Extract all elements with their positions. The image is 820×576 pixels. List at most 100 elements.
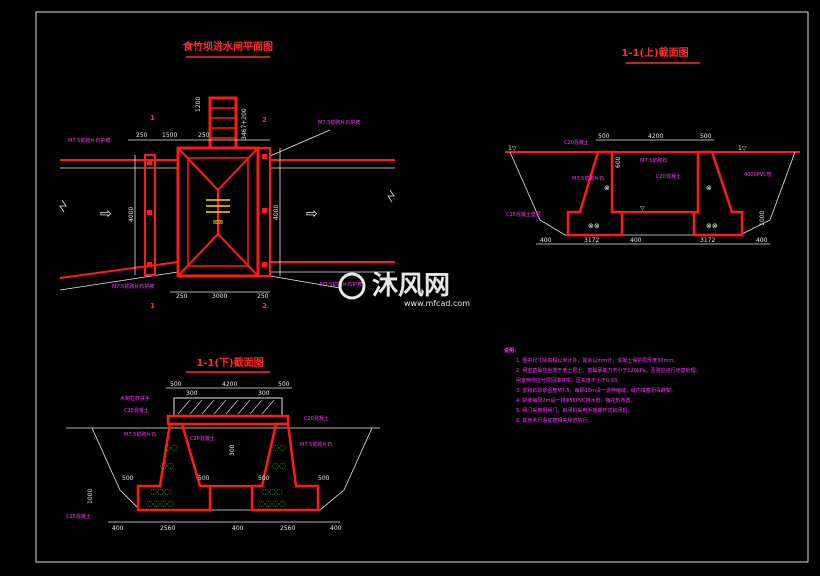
note-7: 6. 其他未尽事宜按相关规范执行。 — [516, 417, 592, 424]
upper-dim-top-1: 500 — [598, 133, 610, 140]
lower-label-5: M7.5浆砌片石 — [300, 441, 332, 448]
upper-dim-top-3: 500 — [700, 133, 712, 140]
dim-right: 4000 — [273, 205, 280, 220]
wall-marker-4 — [262, 154, 267, 159]
lower-dim-height: 1000 — [87, 489, 94, 504]
section-marker-2a: 2 — [262, 116, 267, 124]
section-marker-1a: 1 — [150, 114, 155, 122]
gate-mechanism: ⊠⊠ — [206, 199, 230, 226]
dim-left: 4000 — [128, 207, 135, 222]
svg-text:◌◌◌: ◌◌◌ — [150, 487, 171, 496]
note-6: 5. 闸门采用钢闸门，启闭机采用手摇螺杆式启闭机。 — [516, 407, 632, 414]
upper-label-3: M7.5浆砌石 — [640, 157, 667, 164]
lower-section-title: 1-1(下)截面图 — [196, 356, 263, 369]
lower-wall-left — [136, 422, 212, 512]
upper-stone-4: ⊗⊗ — [706, 222, 718, 230]
label-plan-top-right: M7.5浆砌片石护坡 — [318, 119, 360, 126]
note-5: 4. 护坡每隔2m设一排Φ50PVC排水管，梅花形布置。 — [516, 397, 636, 404]
drawing-frame — [35, 11, 809, 563]
watermark-brand: 沐风网 — [372, 271, 450, 301]
upper-dim-height: 1000 — [759, 211, 766, 226]
lower-dim-inner-1: 500 — [122, 475, 134, 482]
upper-label-1: C20混凝土 — [564, 139, 589, 146]
wing-wall-left — [144, 154, 156, 276]
lower-dim-bottom-5: 400 — [330, 525, 342, 532]
lower-label-7: C15混凝土 — [66, 513, 91, 520]
label-plan-bottom-left: M7.5浆砌片石护坡 — [112, 283, 154, 290]
upper-section-view: 1-1(上)截面图 ⊗ ⊗⊗ ⊗ ⊗⊗ 500 4200 500 400 317… — [505, 46, 800, 245]
plan-title: 食竹坝进水闸平面图 — [182, 40, 273, 53]
upper-dim-bottom-2: 3172 — [584, 237, 599, 244]
svg-text:◌◌◌: ◌◌◌ — [262, 487, 283, 496]
gate-diag-2 — [217, 147, 259, 191]
gate-hoist-stack — [208, 96, 238, 150]
lower-label-4: M7.5浆砌片石 — [124, 431, 156, 438]
dim-bottom-2: 3000 — [212, 293, 227, 300]
upper-section-title: 1-1(上)截面图 — [621, 46, 688, 59]
upper-label-4: C20混凝土 — [656, 173, 681, 180]
lower-dim-top-2: 300 — [186, 390, 198, 397]
upper-elev-right: 1▽ — [738, 145, 747, 152]
upper-elev-bottom: ▽ — [640, 205, 645, 212]
wall-marker-2 — [147, 210, 152, 215]
upper-dim-bottom-3: 400 — [630, 237, 642, 244]
upper-wall-right — [692, 150, 744, 237]
lower-dim-top-3: 4200 — [222, 381, 237, 388]
lower-dim-bottom-4: 2560 — [280, 525, 295, 532]
break-mark-right — [387, 189, 395, 203]
lower-label-3: C20混凝土 — [190, 435, 215, 442]
note-4: 3. 浆砌石砂浆强度M7.5，每隔10m设一道伸缩缝，缝内填塞沥青麻絮。 — [516, 387, 676, 394]
slope-line-br — [269, 275, 341, 289]
lower-wall-right — [250, 422, 320, 512]
lower-dim-inner-2: 500 — [198, 475, 210, 482]
lower-label-1: 木制栏杆扶手 — [120, 395, 150, 402]
watermark-url: www.mfcad.com — [404, 299, 470, 308]
svg-text:◌◌: ◌◌ — [164, 443, 178, 452]
watermark-logo-icon — [338, 272, 366, 300]
lower-dim-inner-3: 500 — [258, 475, 270, 482]
note-3: 闸室两侧应分层回填夯实，压实度不小于0.93。 — [516, 377, 622, 384]
upper-label-6: 4000PVC管 — [744, 171, 772, 178]
upper-dim-bottom-1: 400 — [540, 237, 552, 244]
upper-label-2: M7.5浆砌片石 — [572, 175, 604, 182]
dim-bottom-3: 250 — [257, 293, 269, 300]
svg-text:◌◌: ◌◌ — [160, 461, 174, 470]
upper-stone-2: ⊗⊗ — [588, 222, 600, 230]
gate-diag-3 — [177, 233, 219, 277]
gate-diag-1 — [177, 147, 219, 191]
lower-dim-bottom-2: 2560 — [160, 525, 175, 532]
section-marker-1b: 1 — [150, 302, 155, 310]
upper-dim-top-2: 4200 — [648, 133, 663, 140]
upper-wall-left — [566, 150, 624, 237]
upper-dim-bottom-5: 400 — [756, 237, 768, 244]
dim-top-1: 250 — [136, 132, 148, 139]
channel-line-left-b — [59, 271, 179, 291]
lower-dim-bottom-1: 400 — [112, 525, 124, 532]
lower-section-view: 1-1(下)截面图 ◌◌ ◌◌ ◌◌◌ ◌◌◌◌ ◌◌ — [66, 356, 380, 532]
lower-label-2: C25混凝土 — [124, 407, 149, 414]
upper-elev-left: 1▽ — [508, 145, 517, 152]
upper-label-5: C15混凝土垫层 — [506, 211, 541, 218]
lower-dim-top-4: 300 — [258, 390, 270, 397]
lower-label-6: C20混凝土 — [304, 415, 329, 422]
wall-marker-3 — [147, 262, 152, 267]
flow-arrow-left-icon: ⇨ — [100, 206, 112, 222]
label-plan-top-left: M7.5浆砌片石护坡 — [68, 137, 110, 144]
channel-edge-left-bottom — [59, 261, 179, 279]
note-2: 2. 闸室基础应坐落于老土层上，基础承载力不小于120kPa，否则应进行地基处理… — [516, 367, 701, 374]
dim-gate-height: 3467+200 — [241, 108, 248, 140]
lower-dim-bottom-3: 400 — [232, 525, 244, 532]
dim-top-3: 250 — [198, 132, 210, 139]
dim-stack: 1200 — [195, 97, 202, 112]
section-marker-2b: 2 — [262, 302, 267, 310]
wall-marker-6 — [262, 262, 267, 267]
plan-view: 食竹坝进水闸平面图 ⊠⊠ — [59, 40, 395, 310]
gate-chamber-inner — [187, 157, 249, 267]
upper-excavation-line — [509, 151, 796, 236]
svg-text:◌◌: ◌◌ — [272, 443, 286, 452]
svg-text:◌◌◌◌: ◌◌◌◌ — [258, 499, 286, 508]
notes-block: 说明： 1. 图中尺寸除高程以米计外，其余以mm计，混凝土保护层厚度30mm。 … — [504, 347, 701, 424]
lower-dim-top-1: 500 — [170, 381, 182, 388]
